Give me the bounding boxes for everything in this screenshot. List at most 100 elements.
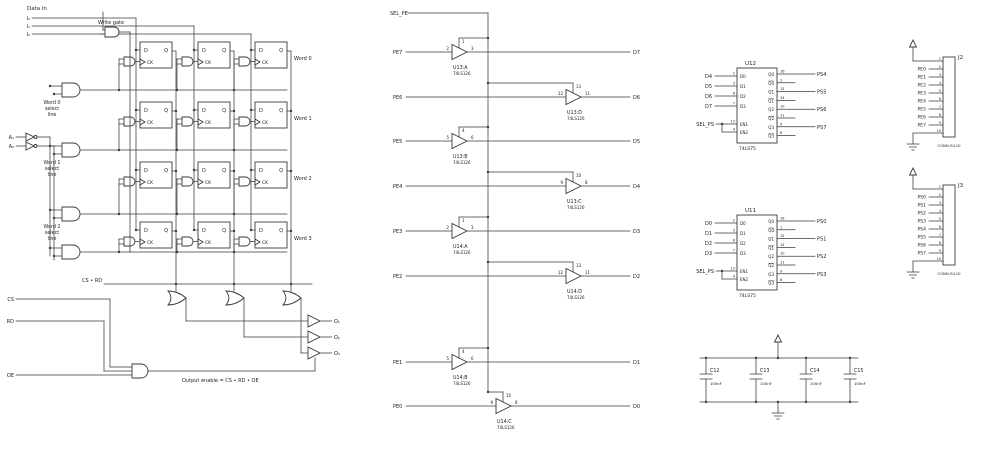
pin-number: 6 [939,97,941,101]
pin-number: 1 [780,78,782,82]
output-buffer-triangle [307,346,322,360]
junction-dot [249,168,253,172]
pin-number: 8 [939,113,941,117]
ff-q-label: Q [279,108,283,114]
label-cap-name: C15 [854,368,863,374]
output-buffer-triangle [307,314,322,328]
label-cap-value: 100nF [710,381,722,386]
pin-label-internal: Q1 [768,237,774,242]
junction-dot [776,400,780,404]
pin-number: 3 [733,229,735,233]
label-ps-output: PS1 [817,237,826,243]
label-pe-input: PE2 [393,274,402,280]
label-gate-part: 74LS126 [567,116,585,121]
label-word-select: Word 0 [44,100,61,106]
pin-label-internal: Q2 [768,263,774,268]
and-gate [181,116,194,127]
pin-label-internal: Q0 [768,219,774,224]
pin-number: 4 [462,349,465,354]
label-gate-name: U14:A [453,244,468,250]
pin-number: 9 [490,400,493,405]
junction-dot [192,108,196,112]
pin-label-internal: Q1 [768,245,774,250]
ff-ck-label: CK [147,120,154,126]
ff-q-label: Q [164,228,168,234]
ff-d-label: D [202,108,206,114]
ff-ck-label: CK [205,180,212,186]
pin-number: 8 [585,180,588,185]
ff-ck-label: CK [262,120,269,126]
label-rd: RD [7,319,14,325]
junction-dot [134,108,138,112]
label-ps-output: PS5 [817,90,826,96]
junction-dot [704,400,708,404]
pin-number: 10 [937,129,941,133]
label-pin: PE1 [918,75,927,81]
label-ps-output: PS6 [817,107,826,113]
or-gate [282,290,302,306]
arrow-head [773,333,783,343]
label-gate-name: U14:D [567,289,582,295]
pin-number: 1 [780,225,782,229]
pin-number: 1 [462,39,465,44]
component-body [254,221,288,249]
and-gate [238,176,251,187]
and-gate [238,56,251,67]
label-address: A₁ [9,135,14,141]
ff-d-label: D [259,48,263,54]
pin-number: 2 [446,225,449,230]
ff-ck-label: CK [205,120,212,126]
output-buffer: O₁ [307,314,340,328]
label-pe-input: PE1 [393,360,402,366]
pin-number: 9 [780,122,782,126]
and-gate [123,56,136,67]
pin-number: 7 [939,105,941,109]
ff-q-label: Q [222,108,226,114]
ground-icon [906,138,920,151]
label-pin: PE0 [918,67,927,73]
pin-label-internal: D0 [740,221,746,226]
label-pe-input: PE4 [393,184,402,190]
pin-number: 6 [733,239,735,243]
or-gate [167,290,187,306]
pin-number: 7 [733,102,735,106]
pin-number: 9 [939,249,941,253]
pin-number: 16 [780,217,784,221]
buffer-triangle [565,267,583,285]
junction-dot [486,170,490,174]
clock-marker [139,178,146,186]
pin-number: 1 [939,185,941,189]
label-word-select: Word 2 [44,224,61,230]
latch-section: U12D42D0D53D1D66D2D77D3SEL_PS13EN14EN216… [696,38,964,420]
junction-dot [249,48,253,52]
arrow-head [908,166,918,176]
and-gate [61,142,81,158]
label-pin: PS0 [918,195,927,201]
ff-q-label: Q [222,168,226,174]
and-gate [61,82,81,98]
label-gate-part: 74LS126 [567,205,585,210]
ff-ck-label: CK [262,240,269,246]
label-d-output: D4 [633,184,640,190]
label-pin: PS1 [918,203,927,209]
pin-number: 7 [733,249,735,253]
pin-number: 12 [558,270,564,275]
label-pin: PS3 [918,219,927,225]
label-write-gate: Write gate [98,20,124,26]
pin-number: 2 [939,193,941,197]
pin-number: 11 [585,270,591,275]
pin-label-internal: Q2 [768,254,774,259]
clock-marker [197,58,204,66]
